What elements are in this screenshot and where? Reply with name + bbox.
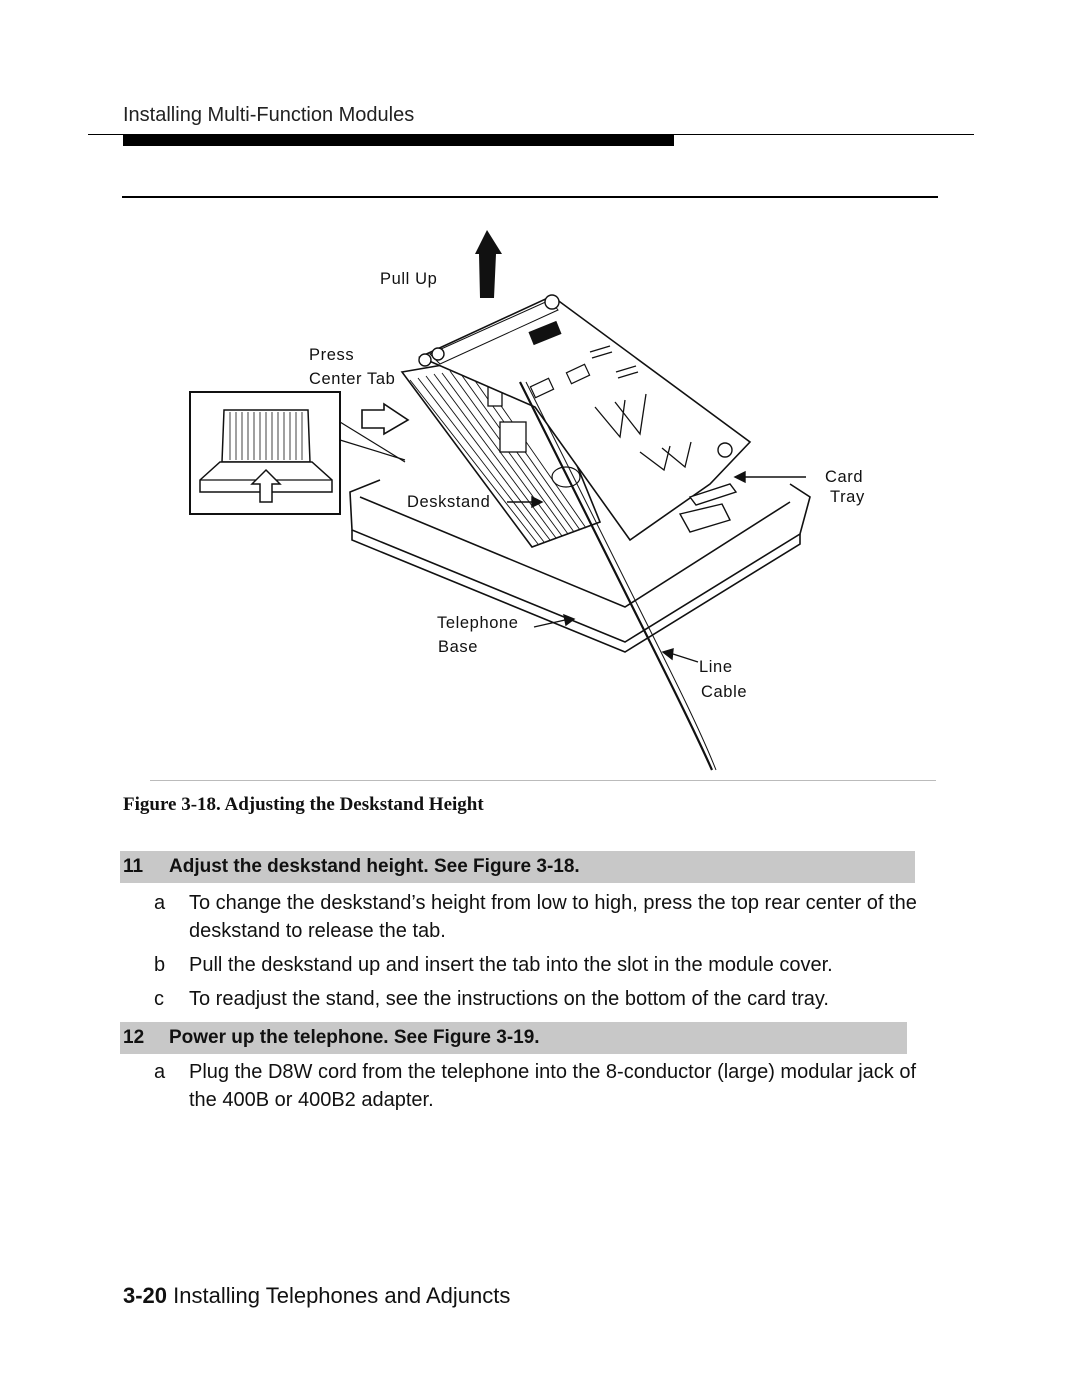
step-11-heading: 11 Adjust the deskstand height. See Figu… xyxy=(120,851,915,883)
label-telephone: Telephone xyxy=(437,614,519,632)
card-tray xyxy=(678,483,738,533)
substep-text: To readjust the stand, see the instructi… xyxy=(189,988,829,1010)
substep-letter: c xyxy=(154,988,164,1010)
label-base: Base xyxy=(438,638,478,656)
telephone-base xyxy=(349,479,811,653)
step-12-heading: 12 Power up the telephone. See Figure 3-… xyxy=(120,1022,907,1054)
center-tab-inset xyxy=(189,391,406,515)
substep-11a: a To change the deskstand’s height from … xyxy=(154,889,924,945)
press-arrow-icon xyxy=(361,402,410,436)
page-number: 3-20 xyxy=(123,1283,168,1308)
book-title: Installing Telephones and Adjuncts xyxy=(173,1283,511,1308)
step-title: Power up the telephone. See Figure 3-19. xyxy=(169,1027,540,1048)
label-pull-up: Pull Up xyxy=(380,270,437,288)
substep-11c: c To readjust the stand, see the instruc… xyxy=(154,985,924,1013)
substep-11b: b Pull the deskstand up and insert the t… xyxy=(154,951,924,979)
figure-top-rule xyxy=(122,196,938,198)
header-thick-bar xyxy=(123,135,674,146)
figure-bottom-rule xyxy=(150,780,936,781)
figure-caption: Figure 3-18. Adjusting the Deskstand Hei… xyxy=(123,794,484,815)
label-tray: Tray xyxy=(830,488,865,506)
pull-up-arrow-icon xyxy=(475,230,502,298)
running-header-title: Installing Multi-Function Modules xyxy=(123,104,415,126)
substep-12a: a Plug the D8W cord from the telephone i… xyxy=(154,1058,924,1114)
substep-letter: a xyxy=(154,892,166,914)
substep-text: To change the deskstand’s height from lo… xyxy=(189,892,917,942)
step-number: 11 xyxy=(123,856,144,877)
substep-text: Plug the D8W cord from the telephone int… xyxy=(189,1061,917,1111)
step-number: 12 xyxy=(123,1027,145,1048)
label-center-tab: Center Tab xyxy=(309,370,395,388)
substep-letter: b xyxy=(154,954,166,976)
step-title: Adjust the deskstand height. See Figure … xyxy=(169,856,580,877)
header-rule xyxy=(88,134,974,135)
line-cable xyxy=(519,381,717,771)
substep-letter: a xyxy=(154,1061,166,1083)
label-press: Press xyxy=(309,346,354,364)
module-cover xyxy=(418,294,752,542)
substep-text: Pull the deskstand up and insert the tab… xyxy=(189,954,833,976)
page-footer: 3-20 Installing Telephones and Adjuncts xyxy=(123,1283,510,1309)
deskstand-illustration: Pull Up Press Center Tab Deskstand Card … xyxy=(189,230,865,771)
label-deskstand: Deskstand xyxy=(407,493,490,511)
label-line: Line xyxy=(699,658,733,676)
label-card: Card xyxy=(825,468,863,486)
label-cable: Cable xyxy=(701,683,747,701)
